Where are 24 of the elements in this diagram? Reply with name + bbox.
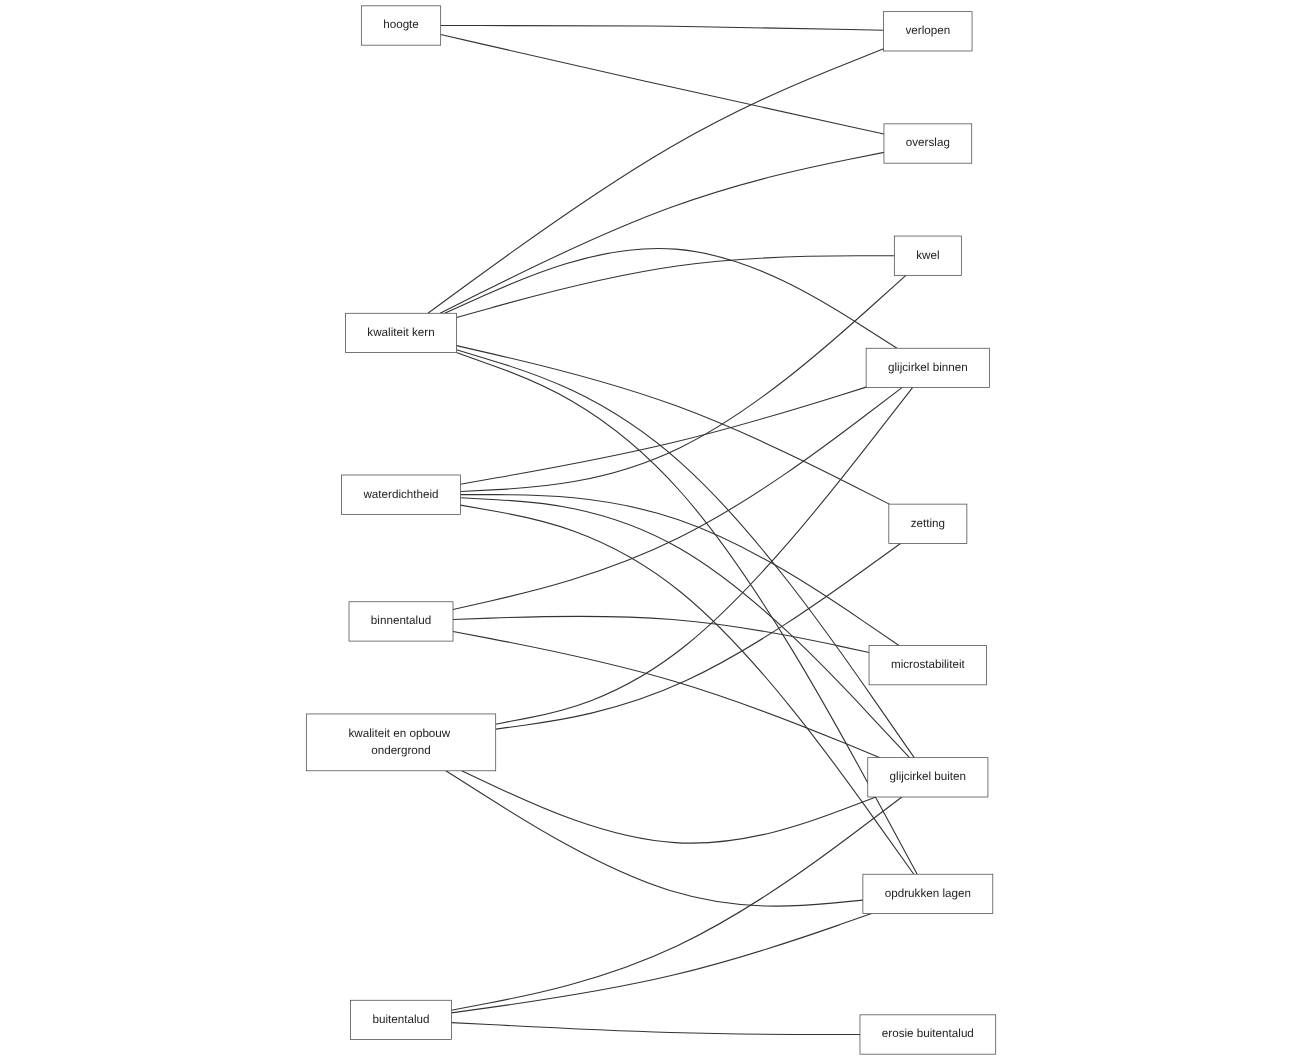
connector [439,151,885,314]
connector [445,770,864,907]
connector [495,542,902,730]
connector [459,497,911,759]
connector [461,770,877,844]
connector [459,274,907,493]
connector [452,387,903,611]
connector [452,630,881,759]
connector [450,913,873,1014]
connector [456,345,890,505]
connector [459,504,915,875]
connector [495,387,914,725]
connector [459,386,867,485]
connector [450,1022,861,1036]
connector [440,24,885,31]
connector [459,494,900,646]
connector [450,796,903,1011]
connector [456,349,915,759]
connector [427,48,885,314]
connector [455,352,918,875]
connector [444,247,898,349]
connector [456,255,895,318]
connector [452,615,870,653]
connector [440,34,885,135]
